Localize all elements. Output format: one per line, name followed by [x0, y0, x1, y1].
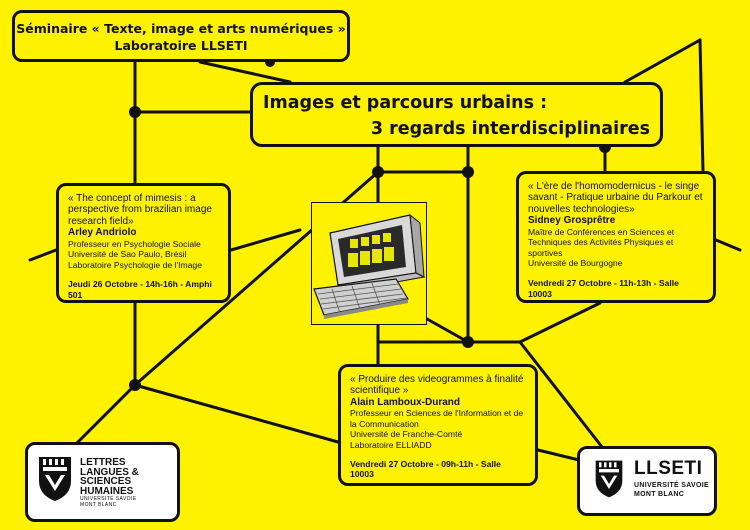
talk-affiliation: Université de Franche-Comté: [350, 429, 463, 440]
talk-affiliation: Université de Bourgogne: [528, 258, 623, 269]
talk-title: « L'ère de l'homomodernicus - le singe s…: [528, 181, 703, 215]
talk-schedule: Vendredi 27 Octobre - 11h-13h - Salle 10…: [528, 278, 679, 299]
seminar-title-line2: Laboratoire LLSETI: [114, 38, 248, 53]
talk-title: « Produire des videogrammes à finalité s…: [350, 374, 524, 397]
faculty-name-line: SCIENCES HUMAINES: [80, 476, 134, 497]
university-name: UNIVERSITÉ SAVOIE MONT BLANC: [634, 482, 709, 499]
talk-affiliation: Laboratoire Psychologie de l'Image: [68, 259, 202, 270]
main-title-line1: Images et parcours urbains :: [263, 93, 548, 113]
faculty-name-line: LETTRES: [80, 457, 126, 468]
main-title-box: Images et parcours urbains : 3 regards i…: [250, 82, 663, 147]
talk-affiliation: Professeur en Sciences de l'Information …: [350, 408, 524, 429]
retro-computer-illustration: [311, 202, 427, 325]
faculty-logo: LETTRES LANGUES & SCIENCES HUMAINES UNIV…: [25, 442, 180, 522]
seminar-title-box: Séminaire « Texte, image et arts numériq…: [12, 10, 350, 62]
university-name: UNIVERSITÉ SAVOIE MONT BLANC: [80, 496, 136, 508]
talk-schedule: Vendredi 27 Octobre - 09h-11h - Salle 10…: [350, 458, 501, 480]
talk-card-lamboux-durand: « Produire des videogrammes à finalité s…: [338, 364, 538, 486]
university-name-line: UNIVERSITÉ SAVOIE: [80, 496, 137, 502]
talk-title: « The concept of mimesis : a perspective…: [68, 193, 212, 227]
talk-affiliation: Laboratoire ELLIADD: [350, 440, 432, 450]
talk-schedule: Jeudi 26 Octobre - 14h-16h - Amphi 501: [68, 279, 212, 300]
faculty-name: LETTRES LANGUES & SCIENCES HUMAINES: [80, 457, 177, 497]
talk-affiliation: Université de Sao Paulo, Brésil: [68, 249, 187, 260]
main-title-line2: 3 regards interdisciplinaires: [370, 119, 650, 139]
talk-card-grospretre: « L'ère de l'homomodernicus - le singe s…: [516, 171, 716, 303]
university-name-line: UNIVERSITÉ SAVOIE: [634, 482, 709, 489]
university-name-line: MONT BLANC: [80, 502, 117, 508]
university-name-line: MONT BLANC: [634, 490, 685, 498]
seminar-title-line1: Séminaire « Texte, image et arts numériq…: [16, 21, 346, 36]
talk-speaker: Alain Lamboux-Durand: [350, 396, 461, 408]
shield-icon: [39, 457, 71, 501]
talk-affiliation: Professeur en Psychologie Sociale: [68, 238, 201, 249]
talk-card-andriolo: « The concept of mimesis : a perspective…: [56, 183, 231, 303]
talk-speaker: Arley Andriolo: [68, 227, 137, 239]
faculty-name-line: LANGUES &: [80, 466, 139, 478]
shield-icon: [595, 460, 623, 498]
llseti-logo: LLSETI UNIVERSITÉ SAVOIE MONT BLANC: [577, 446, 717, 516]
llseti-name: LLSETI: [634, 458, 703, 479]
talk-speaker: Sidney Grosprêtre: [528, 215, 616, 227]
talk-affiliation: Maître de Conférences en Sciences et Tec…: [528, 226, 675, 258]
